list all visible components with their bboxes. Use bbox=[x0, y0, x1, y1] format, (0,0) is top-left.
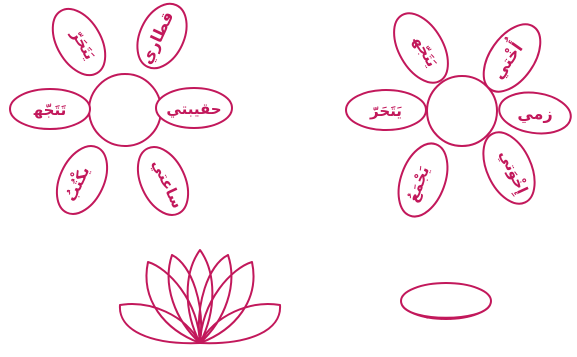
flower-right-petal-1[interactable]: أُخْتي bbox=[472, 14, 552, 101]
flower-right-petal-4[interactable]: يَجْمَعُ bbox=[389, 137, 456, 223]
svg-text:زمي: زمي bbox=[517, 104, 552, 124]
flower-left-petal-6[interactable]: ﻳَﺘَﺤَﺮّ bbox=[42, 0, 116, 84]
flower-right-petal-5[interactable]: ﻳَﺘَﺤَﺮّ bbox=[346, 90, 426, 130]
lotus-outline-icon bbox=[120, 250, 280, 343]
flat-disc-icon bbox=[401, 283, 491, 319]
svg-text:ﺗَﺘَﺠّﻬ: ﺗَﺘَﺠّﻬ bbox=[33, 101, 66, 119]
flower-left: قطاري حقيبتي ساعتي ﻳﻜْﺘُﺐُ ﺗَﺘَﺠّﻬ bbox=[10, 0, 232, 223]
flower-left-petal-5[interactable]: ﺗَﺘَﺠّﻬ bbox=[10, 89, 90, 129]
flower-left-petal-3[interactable]: ساعتي bbox=[128, 139, 198, 223]
flower-right: أُخْتي زمي إِخْوَتي يَجْمَعُ ﻳَﺘَﺤَﺮّ bbox=[346, 4, 573, 223]
flower-left-petal-2[interactable]: حقيبتي bbox=[156, 88, 232, 128]
svg-text:ﻳَﺘَﺤَﺮّ: ﻳَﺘَﺤَﺮّ bbox=[369, 102, 402, 120]
flower-left-center bbox=[89, 74, 161, 146]
flower-left-petal-1[interactable]: قطاري bbox=[128, 0, 197, 76]
svg-text:حقيبتي: حقيبتي bbox=[166, 100, 221, 118]
flower-right-petal-2[interactable]: زمي bbox=[497, 88, 574, 138]
flower-left-petal-4[interactable]: ﻳﻜْﺘُﺐُ bbox=[47, 138, 117, 222]
